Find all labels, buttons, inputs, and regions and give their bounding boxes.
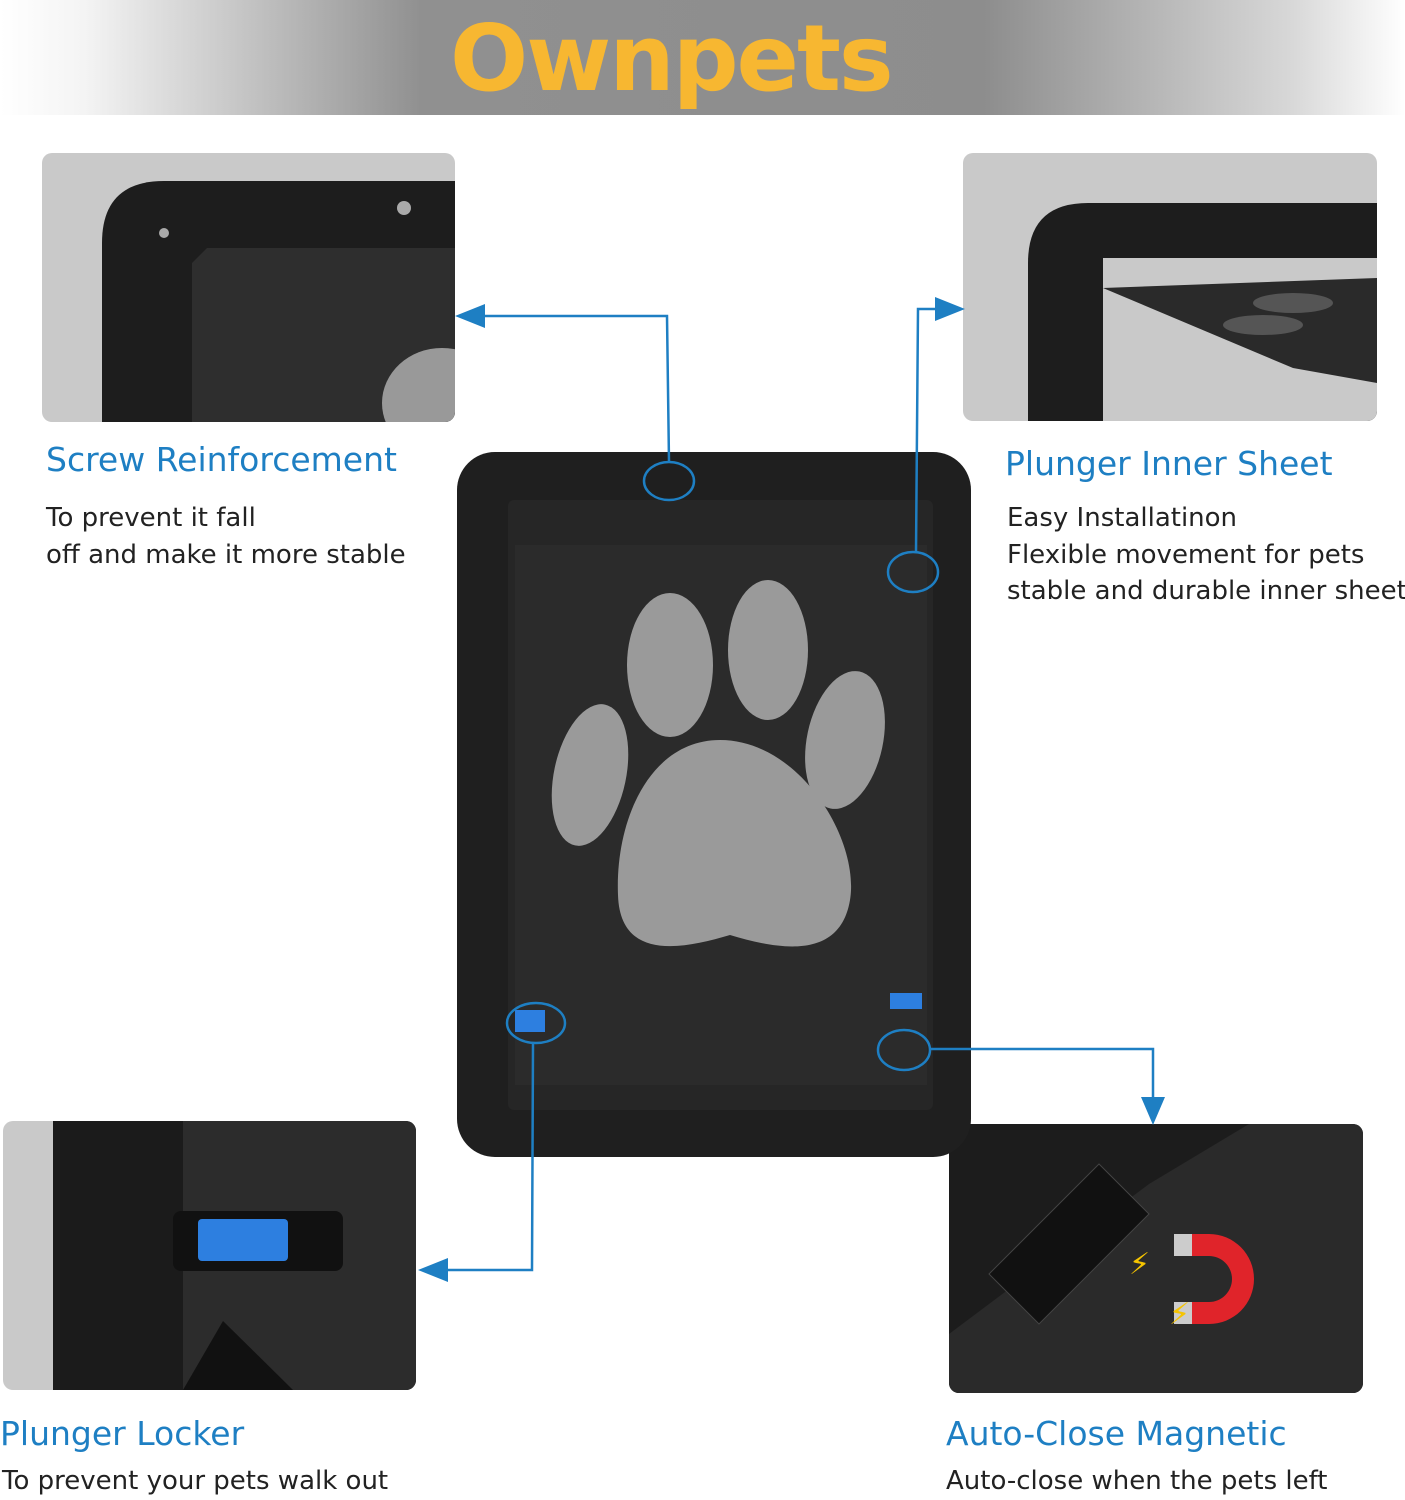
description-line: Easy Installatinon (1007, 503, 1238, 533)
feature-description: Easy Installatinon Flexible movement for… (1007, 500, 1405, 610)
description-line: To prevent your pets walk out (2, 1466, 389, 1496)
plunger-locker-photo (3, 1121, 416, 1390)
screw-reinforcement-photo (42, 153, 455, 422)
paw-print-icon (551, 580, 885, 947)
description-line: off and make it more stable (46, 539, 406, 570)
feature-description: To prevent it fall off and make it more … (46, 500, 406, 573)
feature-title: Plunger Inner Sheet (1005, 444, 1333, 483)
description-line: stable and durable inner sheet (1007, 576, 1405, 606)
feature-title: Screw Reinforcement (46, 440, 397, 479)
brand-banner: Ownpets (0, 0, 1405, 115)
description-line: To prevent it fall (46, 503, 256, 533)
feature-title: Plunger Locker (0, 1414, 245, 1453)
brand-logo: Ownpets (450, 5, 894, 112)
description-line: Auto-close when the pets left (946, 1466, 1328, 1496)
svg-text:⚡: ⚡ (1129, 1247, 1150, 1282)
feature-description: Auto-close when the pets left (946, 1463, 1328, 1500)
auto-close-magnetic-photo: ⚡⚡ (949, 1124, 1363, 1393)
svg-text:⚡: ⚡ (1169, 1297, 1190, 1332)
feature-title: Auto-Close Magnetic (946, 1414, 1287, 1453)
feature-description: To prevent your pets walk out (2, 1463, 388, 1500)
plunger-inner-sheet-photo (963, 153, 1377, 421)
connector-lines (432, 307, 1155, 1272)
arrow-heads (418, 297, 1165, 1282)
description-line: Flexible movement for pets (1007, 539, 1365, 570)
